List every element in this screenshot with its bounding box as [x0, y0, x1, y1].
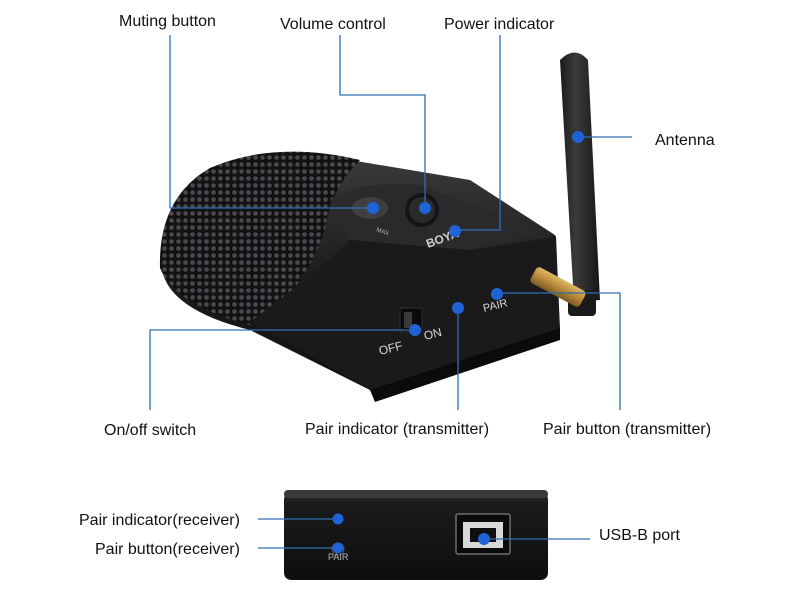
- on-off-switch-marker: [409, 324, 421, 336]
- pair-indicator-receiver-marker: [332, 513, 344, 525]
- usb-b-port-label: USB-B port: [599, 527, 680, 544]
- power-indicator-label: Power indicator: [444, 16, 555, 33]
- knob-max-marking: MAX: [375, 227, 389, 237]
- pair-indicator-transmitter-label: Pair indicator (transmitter): [305, 421, 490, 438]
- pair-button-receiver-label: Pair button(receiver): [95, 541, 240, 558]
- power-indicator-callout-line: [455, 35, 501, 231]
- pair-indicator-receiver-label: Pair indicator(receiver): [79, 512, 240, 529]
- pair-indicator-transmitter-marker: [452, 302, 464, 314]
- pair-marking: PAIR: [482, 297, 509, 315]
- volume-control-callout-line: [339, 35, 426, 208]
- antenna-marker: [572, 131, 584, 143]
- pair-button-receiver-marker: [332, 542, 344, 554]
- muting-button-marker: [367, 202, 379, 214]
- on-off-switch-label: On/off switch: [104, 422, 197, 439]
- muting-button-label: Muting button: [119, 13, 216, 30]
- power-indicator-marker: [449, 225, 461, 237]
- pair-button-transmitter-label: Pair button (transmitter): [543, 421, 712, 438]
- receiver-body: [284, 490, 548, 580]
- switch-off-marking: OFF: [377, 339, 404, 358]
- usb-b-port-marker: [478, 533, 490, 545]
- switch-on-marking: ON: [422, 325, 443, 343]
- antenna-label: Antenna: [655, 132, 715, 149]
- pair-button-transmitter-marker: [491, 288, 503, 300]
- on-off-switch-callout-line: [149, 329, 415, 410]
- transmitter-body: [159, 151, 586, 402]
- pair-button-transmitter-callout-line: [497, 292, 621, 410]
- volume-control-label: Volume control: [280, 16, 386, 33]
- volume-control-marker: [419, 202, 431, 214]
- receiver-pair-marking: PAIR: [328, 552, 349, 562]
- antenna: [560, 52, 600, 316]
- muting-button-callout-line: [169, 35, 370, 209]
